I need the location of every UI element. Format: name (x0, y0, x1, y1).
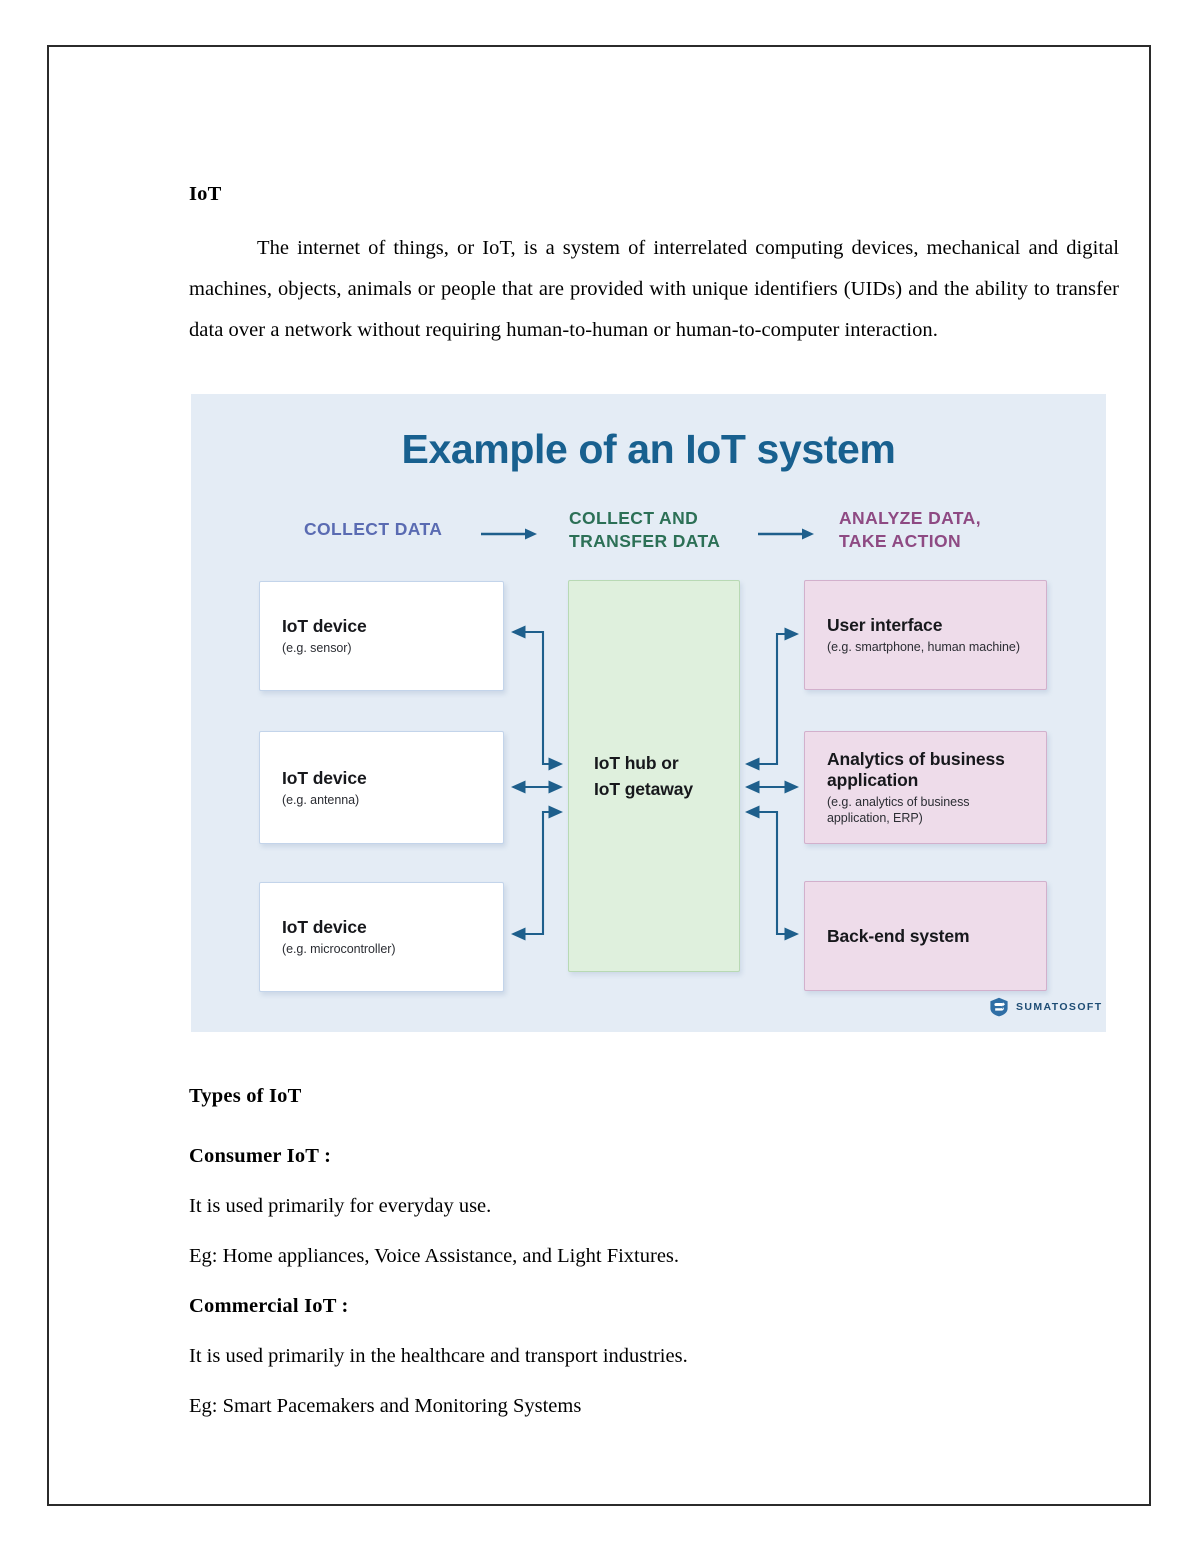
box-title: Analytics of business application (827, 749, 1005, 790)
box-title: IoT device (282, 917, 367, 937)
sumatosoft-logo-text: SUMATOSOFT (1016, 1001, 1103, 1013)
diagram-header-collect-data: COLLECT DATA (304, 519, 443, 539)
sumatosoft-logo: SUMATOSOFT (989, 997, 1103, 1017)
commercial-iot-example: Eg: Smart Pacemakers and Monitoring Syst… (189, 1395, 582, 1417)
box-subtitle: (e.g. sensor) (282, 641, 352, 655)
commercial-iot-description: It is used primarily in the healthcare a… (189, 1345, 688, 1367)
header-arrow-right-icon (758, 528, 814, 540)
box-subtitle: (e.g. analytics of business application,… (827, 795, 970, 825)
iot-device-box-microcontroller: IoT device (e.g. microcontroller) (259, 882, 504, 992)
box-title: IoT device (282, 767, 367, 788)
document-intro-section: IoT The internet of things, or IoT, is a… (189, 183, 1119, 351)
back-end-system-box: Back-end system (804, 881, 1047, 991)
consumer-iot-example: Eg: Home appliances, Voice Assistance, a… (189, 1245, 680, 1267)
header-line-2: TAKE ACTION (839, 531, 962, 551)
intro-paragraph: The internet of things, or IoT, is a sys… (189, 237, 1119, 341)
analytics-business-application-box: Analytics of business application (e.g. … (804, 731, 1047, 844)
header-arrow-right-icon (481, 528, 537, 540)
diagram-header-collect-transfer: COLLECT AND TRANSFER DATA (569, 507, 720, 553)
types-of-iot-section: Types of IoT Consumer IoT : It is used p… (189, 1085, 1119, 1418)
header-line-2: TRANSFER DATA (569, 531, 721, 551)
iot-device-box-antenna: IoT device (e.g. antenna) (259, 731, 504, 844)
diagram-title: Example of an IoT system (401, 426, 896, 472)
iot-device-box-sensor: IoT device (e.g. sensor) (259, 581, 504, 691)
box-title: Back-end system (827, 925, 970, 946)
page-title: IoT (189, 183, 222, 205)
box-subtitle: (e.g. antenna) (282, 792, 360, 807)
header-line-1: COLLECT AND (569, 508, 699, 528)
hub-title-line-2: IoT getaway (594, 779, 694, 799)
user-interface-box: User interface (e.g. smartphone, human m… (804, 580, 1047, 690)
box-subtitle: (e.g. smartphone, human machine) (827, 640, 1020, 654)
box-title: User interface (827, 615, 943, 635)
iot-hub-box: IoT hub or IoT getaway (568, 580, 740, 972)
consumer-iot-title: Consumer IoT : (189, 1145, 332, 1167)
iot-system-diagram: Example of an IoT system COLLECT DATA CO… (191, 394, 1106, 1032)
hub-title-line-1: IoT hub or (594, 753, 679, 773)
types-heading: Types of IoT (189, 1085, 302, 1107)
box-title: IoT device (282, 616, 367, 636)
sumatosoft-mark-icon (990, 997, 1008, 1017)
consumer-iot-description: It is used primarily for everyday use. (189, 1195, 492, 1217)
header-line-1: ANALYZE DATA, (839, 508, 981, 528)
hub-title: IoT hub or IoT getaway (594, 750, 693, 802)
diagram-header-analyze-data: ANALYZE DATA, TAKE ACTION (839, 507, 981, 553)
box-subtitle: (e.g. microcontroller) (282, 942, 396, 956)
commercial-iot-title: Commercial IoT : (189, 1295, 349, 1317)
page-border: IoT The internet of things, or IoT, is a… (47, 45, 1151, 1506)
